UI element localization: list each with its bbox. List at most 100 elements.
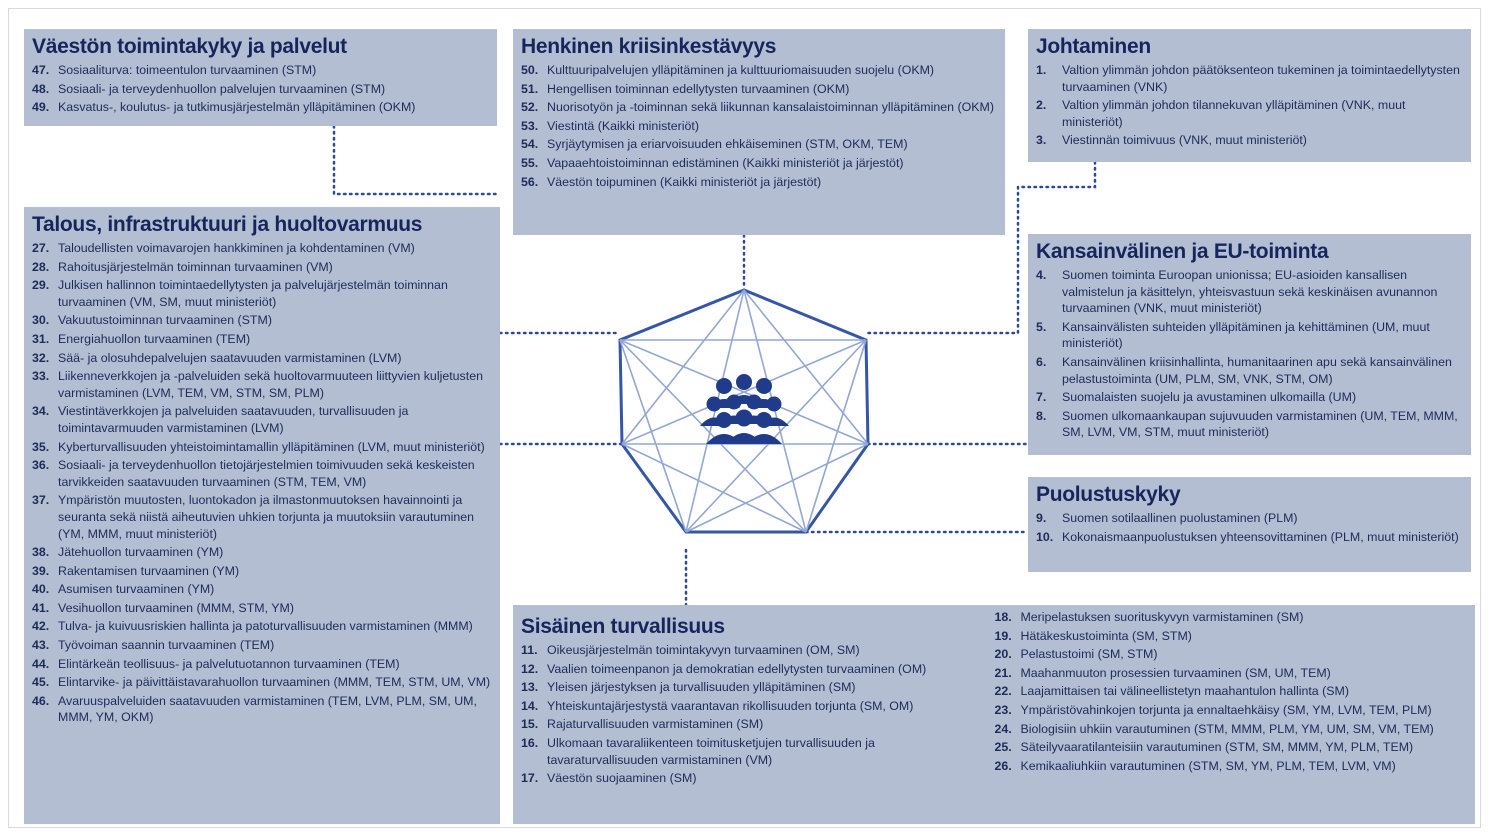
list-item: 35. Kyberturvallisuuden yhteistoimintamal…: [32, 439, 492, 456]
section-puolustus: Puolustuskyky 9.Suomen sotilaallinen puo…: [1028, 477, 1471, 572]
item-text: Yhteiskuntajärjestystä vaarantavan rikol…: [547, 698, 914, 713]
list-item: 37.Ympäristön muutosten, luontokadon ja …: [32, 492, 492, 542]
list-item: 20.Pelastustoimi (SM, STM): [994, 646, 1464, 663]
list-item: 42.Tulva- ja kuivuusriskien hallinta ja …: [32, 618, 492, 635]
item-number: 30.: [32, 313, 50, 328]
item-number: 18.: [994, 610, 1012, 624]
item-number: 16.: [521, 735, 539, 750]
section-title: Väestön toimintakyky ja palvelut: [32, 35, 347, 58]
item-text: Hätäkeskustoiminta (SM, STM): [1020, 628, 1192, 643]
item-text: Kansainvälisten suhteiden ylläpitäminen …: [1062, 319, 1430, 351]
list-item: 8.Suomen ulkomaankaupan sujuvuuden varmi…: [1036, 408, 1463, 441]
list-item: 7.Suomalaisten suojelu ja avustaminen ul…: [1036, 389, 1463, 406]
item-text: Sää- ja olosuhdepalvelujen saatavuuden v…: [58, 350, 402, 365]
item-number: 53.: [521, 118, 539, 133]
item-text: Jätehuollon turvaaminen (YM): [58, 545, 224, 560]
item-text: Elintarvike- ja päivittäistavarahuollon …: [58, 675, 491, 690]
section-title: Kansainvälinen ja EU-toiminta: [1036, 240, 1329, 263]
item-text: Julkisen hallinnon toimintaedellytysten …: [58, 278, 448, 309]
item-text: Kansainvälinen kriisinhallinta, humanita…: [1062, 354, 1452, 386]
item-text: Ympäristön muutosten, luontokadon ja ilm…: [58, 493, 475, 541]
item-text: Rakentamisen turvaaminen (YM): [58, 563, 240, 578]
item-number: 2.: [1036, 98, 1047, 113]
item-number: 56.: [521, 174, 539, 189]
item-number: 51.: [521, 81, 539, 96]
people-group-icon: [700, 374, 789, 444]
list-item: 52. Nuorisotyön ja -toiminnan sekä liikun…: [521, 99, 997, 116]
item-text: Vakuutustoiminnan turvaaminen (STM): [58, 313, 272, 328]
item-number: 24.: [994, 721, 1012, 736]
item-text: Säteilyvaaratilanteisiin varautuminen (S…: [1020, 740, 1414, 755]
item-number: 20.: [994, 647, 1012, 662]
item-number: 35.: [32, 439, 50, 454]
item-text: Suomen toiminta Euroopan unionissa; EU-a…: [1062, 268, 1438, 316]
item-number: 46.: [32, 693, 50, 708]
section-list: 1.Valtion ylimmän johdon päätöksenteon t…: [1036, 62, 1463, 149]
item-text: Biologisiin uhkiin varautuminen (STM, MM…: [1020, 721, 1434, 736]
item-number: 17.: [521, 771, 539, 786]
item-number: 54.: [521, 137, 539, 152]
item-text: Viestintäverkkojen ja palveluiden saatav…: [58, 404, 409, 435]
item-number: 47.: [32, 63, 50, 77]
item-number: 6.: [1036, 354, 1047, 369]
section-list: 4. Suomen toiminta Euroopan unionissa; EU…: [1036, 267, 1463, 441]
sisainen-right-column: 18. Meripelastuksen suorituskyvyn varmist…: [990, 609, 1464, 776]
section-title: Henkinen kriisinkestävyys: [521, 35, 777, 58]
item-number: 55.: [521, 155, 539, 170]
list-item: 29. Julkisen hallinnon toimintaedellytyst…: [32, 277, 492, 310]
item-number: 49.: [32, 100, 50, 115]
item-text: Kyberturvallisuuden yhteistoimintamallin…: [58, 439, 485, 454]
item-number: 1.: [1036, 63, 1047, 77]
list-item: 41.Vesihuollon turvaaminen (MMM, STM, YM…: [32, 600, 492, 617]
item-number: 13.: [521, 680, 539, 695]
item-number: 10.: [1036, 529, 1054, 544]
item-text: Ulkomaan tavaraliikenteen toimitusketjuj…: [547, 735, 875, 767]
item-text: Kulttuuripalvelujen ylläpitäminen ja kul…: [547, 63, 935, 77]
list-item: 49.Kasvatus-, koulutus- ja tutkimusjärje…: [32, 99, 489, 116]
item-number: 44.: [32, 656, 50, 671]
item-text: Liikenneverkkojen ja -palveluiden sekä h…: [58, 369, 483, 400]
item-number: 4.: [1036, 268, 1047, 282]
list-item: 19. Hätäkeskustoiminta (SM, STM): [994, 628, 1464, 645]
item-number: 12.: [521, 661, 539, 676]
item-text: Vaalien toimeenpanon ja demokratian edel…: [547, 661, 927, 676]
list-item: 45. Elintarvike- ja päivittäistavarahuoll…: [32, 674, 492, 691]
item-number: 29.: [32, 278, 50, 293]
section-list: 18. Meripelastuksen suorituskyvyn varmist…: [994, 609, 1464, 774]
list-item: 36.Sosiaali- ja terveydenhuollon tietojä…: [32, 457, 492, 490]
item-text: Nuorisotyön ja -toiminnan sekä liikunnan…: [547, 100, 994, 115]
item-number: 31.: [32, 331, 50, 346]
diagram-frame: [8, 8, 1481, 828]
item-number: 52.: [521, 100, 539, 115]
section-sisainen: Sisäinen turvallisuus 11.Oikeusjärjestel…: [513, 605, 1475, 824]
item-text: Kemikaaliuhkiin varautuminen (STM, SM, Y…: [1020, 758, 1396, 773]
list-item: 22.Laajamittaisen tai välineellistetyn m…: [994, 683, 1464, 700]
item-number: 23.: [994, 702, 1012, 717]
item-text: Väestön suojaaminen (SM): [547, 771, 697, 786]
list-item: 21.Maahanmuuton prosessien turvaaminen (…: [994, 665, 1464, 682]
item-text: Kokonaismaanpuolustuksen yhteensovittami…: [1062, 529, 1459, 544]
item-number: 19.: [994, 628, 1012, 643]
item-text: Vesihuollon turvaaminen (MMM, STM, YM): [58, 600, 294, 615]
item-text: Maahanmuuton prosessien turvaaminen (SM,…: [1020, 665, 1331, 680]
list-item: 26.Kemikaaliuhkiin varautuminen (STM, SM…: [994, 758, 1464, 775]
list-item: 55.Vapaaehtoistoiminnan edistäminen (Kai…: [521, 155, 997, 172]
list-item: 5. Kansainvälisten suhteiden ylläpitämine…: [1036, 319, 1463, 352]
item-text: Oikeusjärjestelmän toimintakyvyn turvaam…: [547, 643, 860, 657]
section-kansainvalinen: Kansainvälinen ja EU-toiminta 4. Suomen t…: [1028, 234, 1471, 455]
item-number: 15.: [521, 717, 539, 732]
item-number: 14.: [521, 698, 539, 713]
item-text: Viestinnän toimivuus (VNK, muut minister…: [1062, 133, 1307, 148]
connector-johtaminen: [866, 160, 1097, 335]
item-text: Rahoitusjärjestelmän toiminnan turvaamin…: [58, 259, 333, 274]
item-text: Sosiaaliturva: toimeentulon turvaaminen …: [58, 63, 317, 77]
section-title: Sisäinen turvallisuus: [521, 615, 725, 638]
list-item: 39.Rakentamisen turvaaminen (YM): [32, 563, 492, 580]
list-item: 56.Väestön toipuminen (Kaikki ministeriö…: [521, 174, 997, 191]
item-text: Asumisen turvaaminen (YM): [58, 582, 215, 597]
item-text: Meripelastuksen suorituskyvyn varmistami…: [1020, 610, 1304, 624]
item-text: Viestintä (Kaikki ministeriöt): [547, 118, 699, 133]
item-number: 5.: [1036, 319, 1047, 334]
item-number: 45.: [32, 675, 50, 690]
